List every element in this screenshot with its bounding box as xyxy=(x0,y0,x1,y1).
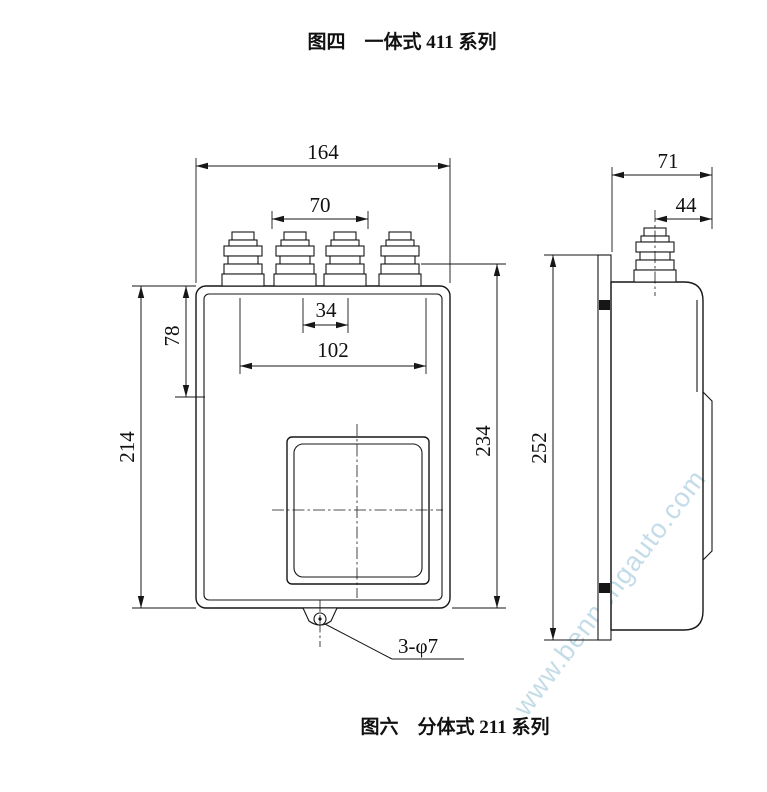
dim-70: 70 xyxy=(310,193,331,217)
cable-gland xyxy=(273,231,317,287)
flange-outline xyxy=(597,254,612,641)
front-body-inner-line xyxy=(203,293,443,601)
display-window-outline xyxy=(286,436,430,585)
enclosure-body xyxy=(195,285,451,609)
display-window xyxy=(272,424,443,598)
figure6-caption: 图六 分体式 211 系列 xyxy=(361,715,550,738)
dim-hole-callout: 3-φ7 xyxy=(398,634,438,658)
leader-line xyxy=(324,623,393,660)
dim-234: 234 xyxy=(471,425,495,457)
display-window-inner xyxy=(293,443,423,578)
terminal-glands xyxy=(221,231,422,287)
side-body-outline xyxy=(610,281,704,631)
side-view: 71 44 252 xyxy=(527,149,713,641)
hole-center-dot xyxy=(318,617,322,621)
dim-71: 71 xyxy=(658,149,679,173)
flange-hole-section xyxy=(599,300,610,310)
side-gland xyxy=(633,210,677,296)
figure4-caption: 图四 一体式 411 系列 xyxy=(308,30,497,53)
dim-44: 44 xyxy=(676,193,698,217)
front-view: 3-φ7 164 70 34 102 78 xyxy=(115,140,506,660)
side-body-bulge xyxy=(702,391,713,561)
cable-gland xyxy=(323,231,367,287)
dim-102: 102 xyxy=(317,338,349,362)
dim-78: 78 xyxy=(160,326,184,347)
dim-164: 164 xyxy=(307,140,339,164)
cable-gland xyxy=(378,231,422,287)
dim-34: 34 xyxy=(316,298,338,322)
dim-252: 252 xyxy=(527,432,551,464)
mounting-flange xyxy=(597,254,612,641)
mounting-lug xyxy=(302,600,338,647)
hole-callout-leader: 3-φ7 xyxy=(324,623,464,660)
front-dimensions: 164 70 34 102 78 214 xyxy=(115,140,506,609)
cable-gland xyxy=(221,231,265,287)
flange-hole-section xyxy=(599,583,610,593)
front-body-outline xyxy=(195,285,451,609)
side-dimensions: 71 44 252 xyxy=(527,149,713,641)
dim-214: 214 xyxy=(115,431,139,463)
side-body xyxy=(610,281,713,631)
